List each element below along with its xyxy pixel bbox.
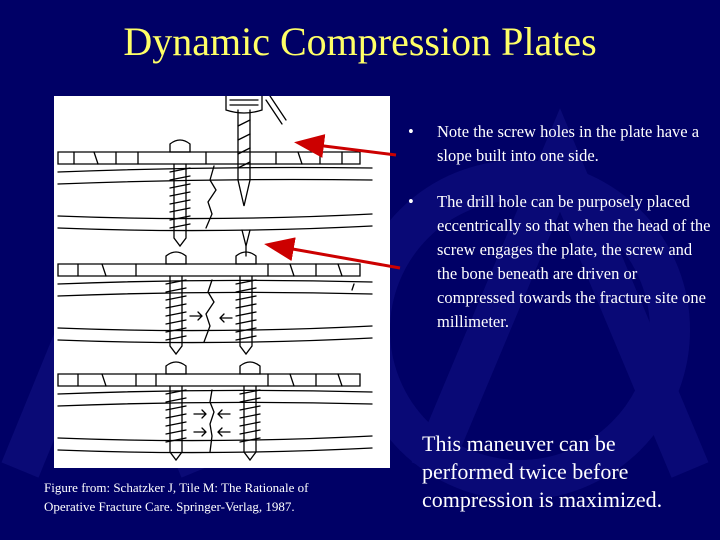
bullet-marker: • bbox=[408, 122, 414, 141]
panel-1-drawing bbox=[57, 96, 373, 248]
bullet-marker: • bbox=[408, 192, 414, 211]
panel-2-drawing bbox=[57, 229, 373, 356]
bullet-item: • The drill hole can be purposely placed… bbox=[408, 190, 714, 334]
bullet-text-screw-holes: Note the screw holes in the plate have a… bbox=[437, 122, 700, 165]
bullet-item: • Note the screw holes in the plate have… bbox=[408, 120, 714, 168]
figure-caption: Figure from: Schatzker J, Tile M: The Ra… bbox=[44, 480, 309, 514]
bullet-text-drill-hole: The drill hole can be purposely placed e… bbox=[437, 192, 711, 331]
panel-3-drawing bbox=[57, 361, 373, 462]
conclusion-text: This maneuver can be performed twice bef… bbox=[422, 431, 663, 512]
figure-illustration bbox=[54, 96, 390, 468]
slide-title: Dynamic Compression Plates bbox=[123, 19, 597, 64]
dcp-line-drawing bbox=[57, 96, 373, 462]
bullet-list: • Note the screw holes in the plate have… bbox=[408, 120, 714, 334]
